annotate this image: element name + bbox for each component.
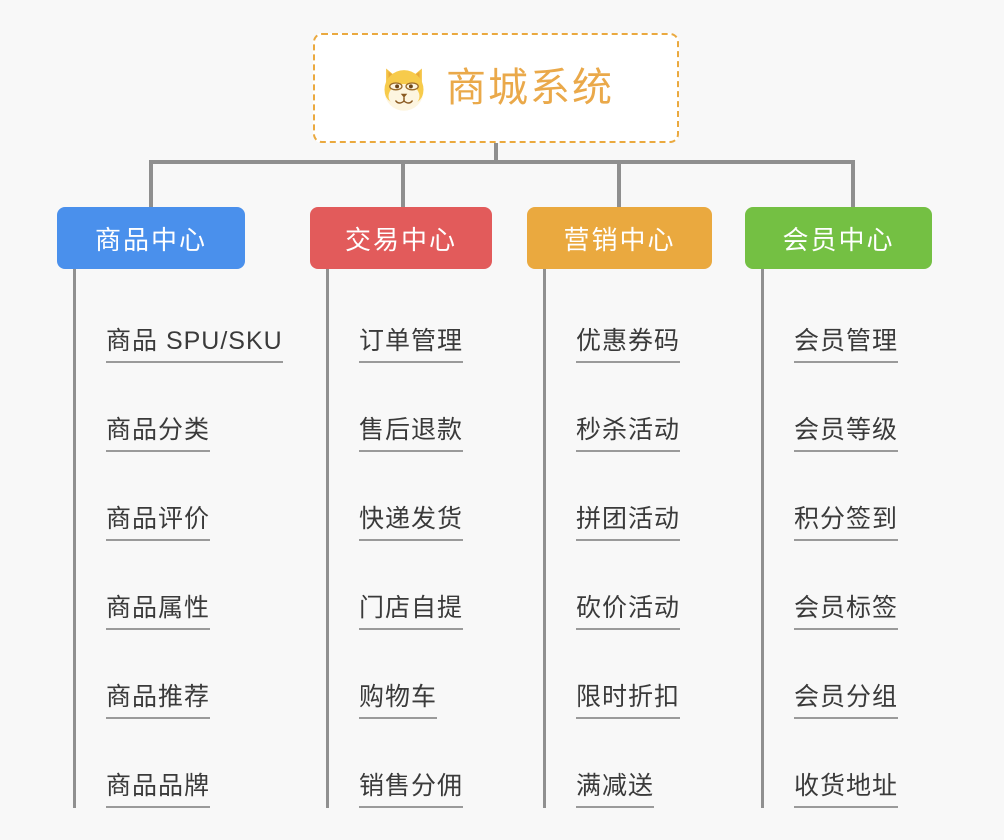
leaf-label: 限时折扣 <box>576 683 681 719</box>
branch-column-2: 交易中心 订单管理 售后退款 快递发货 门店自提 购物车 销售分佣 <box>310 207 540 808</box>
leaf-label: 会员标签 <box>794 594 899 630</box>
leaf-label: 砍价活动 <box>576 594 681 630</box>
connector-drop-3 <box>617 160 621 207</box>
leaf-label: 商品品牌 <box>106 772 211 808</box>
category-label-4: 会员中心 <box>782 224 895 255</box>
list-item[interactable]: 积分签到 <box>764 452 975 541</box>
leaf-label: 销售分佣 <box>359 772 464 808</box>
leaf-list-3: 优惠券码 秒杀活动 拼团活动 砍价活动 限时折扣 满减送 <box>543 269 757 808</box>
list-item[interactable]: 优惠券码 <box>546 274 757 363</box>
list-item[interactable]: 商品属性 <box>76 541 317 630</box>
connector-drop-1 <box>149 160 153 207</box>
leaf-label: 商品评价 <box>106 505 211 541</box>
list-item[interactable]: 会员等级 <box>764 363 975 452</box>
category-label-1: 商品中心 <box>94 224 207 255</box>
leaf-list-2: 订单管理 售后退款 快递发货 门店自提 购物车 销售分佣 <box>326 269 540 808</box>
list-item[interactable]: 快递发货 <box>329 452 540 541</box>
leaf-label: 满减送 <box>576 772 655 808</box>
list-item[interactable]: 拼团活动 <box>546 452 757 541</box>
list-item[interactable]: 限时折扣 <box>546 630 757 719</box>
root-title: 商城系统 <box>446 66 614 110</box>
branch-column-4: 会员中心 会员管理 会员等级 积分签到 会员标签 会员分组 收货地址 <box>745 207 975 808</box>
branch-column-3: 营销中心 优惠券码 秒杀活动 拼团活动 砍价活动 限时折扣 满减送 <box>527 207 757 808</box>
list-item[interactable]: 会员管理 <box>764 274 975 363</box>
list-item[interactable]: 商品分类 <box>76 363 317 452</box>
leaf-label: 商品分类 <box>106 416 211 452</box>
leaf-label: 拼团活动 <box>576 505 681 541</box>
list-item[interactable]: 商品品牌 <box>76 719 317 808</box>
connector-trunk <box>494 143 498 164</box>
list-item[interactable]: 收货地址 <box>764 719 975 808</box>
leaf-label: 订单管理 <box>359 327 464 363</box>
leaf-list-1: 商品 SPU/SKU 商品分类 商品评价 商品属性 商品推荐 商品品牌 <box>73 269 317 808</box>
leaf-label: 会员分组 <box>794 683 899 719</box>
category-node-2[interactable]: 交易中心 <box>310 207 492 269</box>
leaf-label: 门店自提 <box>359 594 464 630</box>
leaf-label: 收货地址 <box>794 772 899 808</box>
list-item[interactable]: 砍价活动 <box>546 541 757 630</box>
leaf-label: 快递发货 <box>359 505 464 541</box>
list-item[interactable]: 会员标签 <box>764 541 975 630</box>
leaf-label: 会员管理 <box>794 327 899 363</box>
category-node-3[interactable]: 营销中心 <box>527 207 712 269</box>
category-node-4[interactable]: 会员中心 <box>745 207 932 269</box>
category-node-1[interactable]: 商品中心 <box>57 207 245 269</box>
connector-bus <box>149 160 855 164</box>
connector-drop-4 <box>851 160 855 207</box>
leaf-label: 售后退款 <box>359 416 464 452</box>
list-item[interactable]: 会员分组 <box>764 630 975 719</box>
branch-column-1: 商品中心 商品 SPU/SKU 商品分类 商品评价 商品属性 商品推荐 商品品牌 <box>57 207 317 808</box>
leaf-label: 积分签到 <box>794 505 899 541</box>
root-node[interactable]: 商城系统 <box>313 33 679 143</box>
list-item[interactable]: 门店自提 <box>329 541 540 630</box>
connector-drop-2 <box>401 160 405 207</box>
leaf-label: 商品属性 <box>106 594 211 630</box>
list-item[interactable]: 满减送 <box>546 719 757 808</box>
list-item[interactable]: 订单管理 <box>329 274 540 363</box>
leaf-label: 会员等级 <box>794 416 899 452</box>
category-label-3: 营销中心 <box>563 224 676 255</box>
leaf-label: 商品推荐 <box>106 683 211 719</box>
list-item[interactable]: 购物车 <box>329 630 540 719</box>
list-item[interactable]: 商品推荐 <box>76 630 317 719</box>
leaf-label: 购物车 <box>359 683 438 719</box>
list-item[interactable]: 商品 SPU/SKU <box>76 274 317 363</box>
list-item[interactable]: 秒杀活动 <box>546 363 757 452</box>
leaf-label: 商品 SPU/SKU <box>106 327 283 363</box>
category-label-2: 交易中心 <box>344 224 457 255</box>
shiba-dog-face-icon <box>384 68 424 111</box>
list-item[interactable]: 商品评价 <box>76 452 317 541</box>
list-item[interactable]: 售后退款 <box>329 363 540 452</box>
list-item[interactable]: 销售分佣 <box>329 719 540 808</box>
leaf-list-4: 会员管理 会员等级 积分签到 会员标签 会员分组 收货地址 <box>761 269 975 808</box>
leaf-label: 优惠券码 <box>576 327 681 363</box>
leaf-label: 秒杀活动 <box>576 416 681 452</box>
